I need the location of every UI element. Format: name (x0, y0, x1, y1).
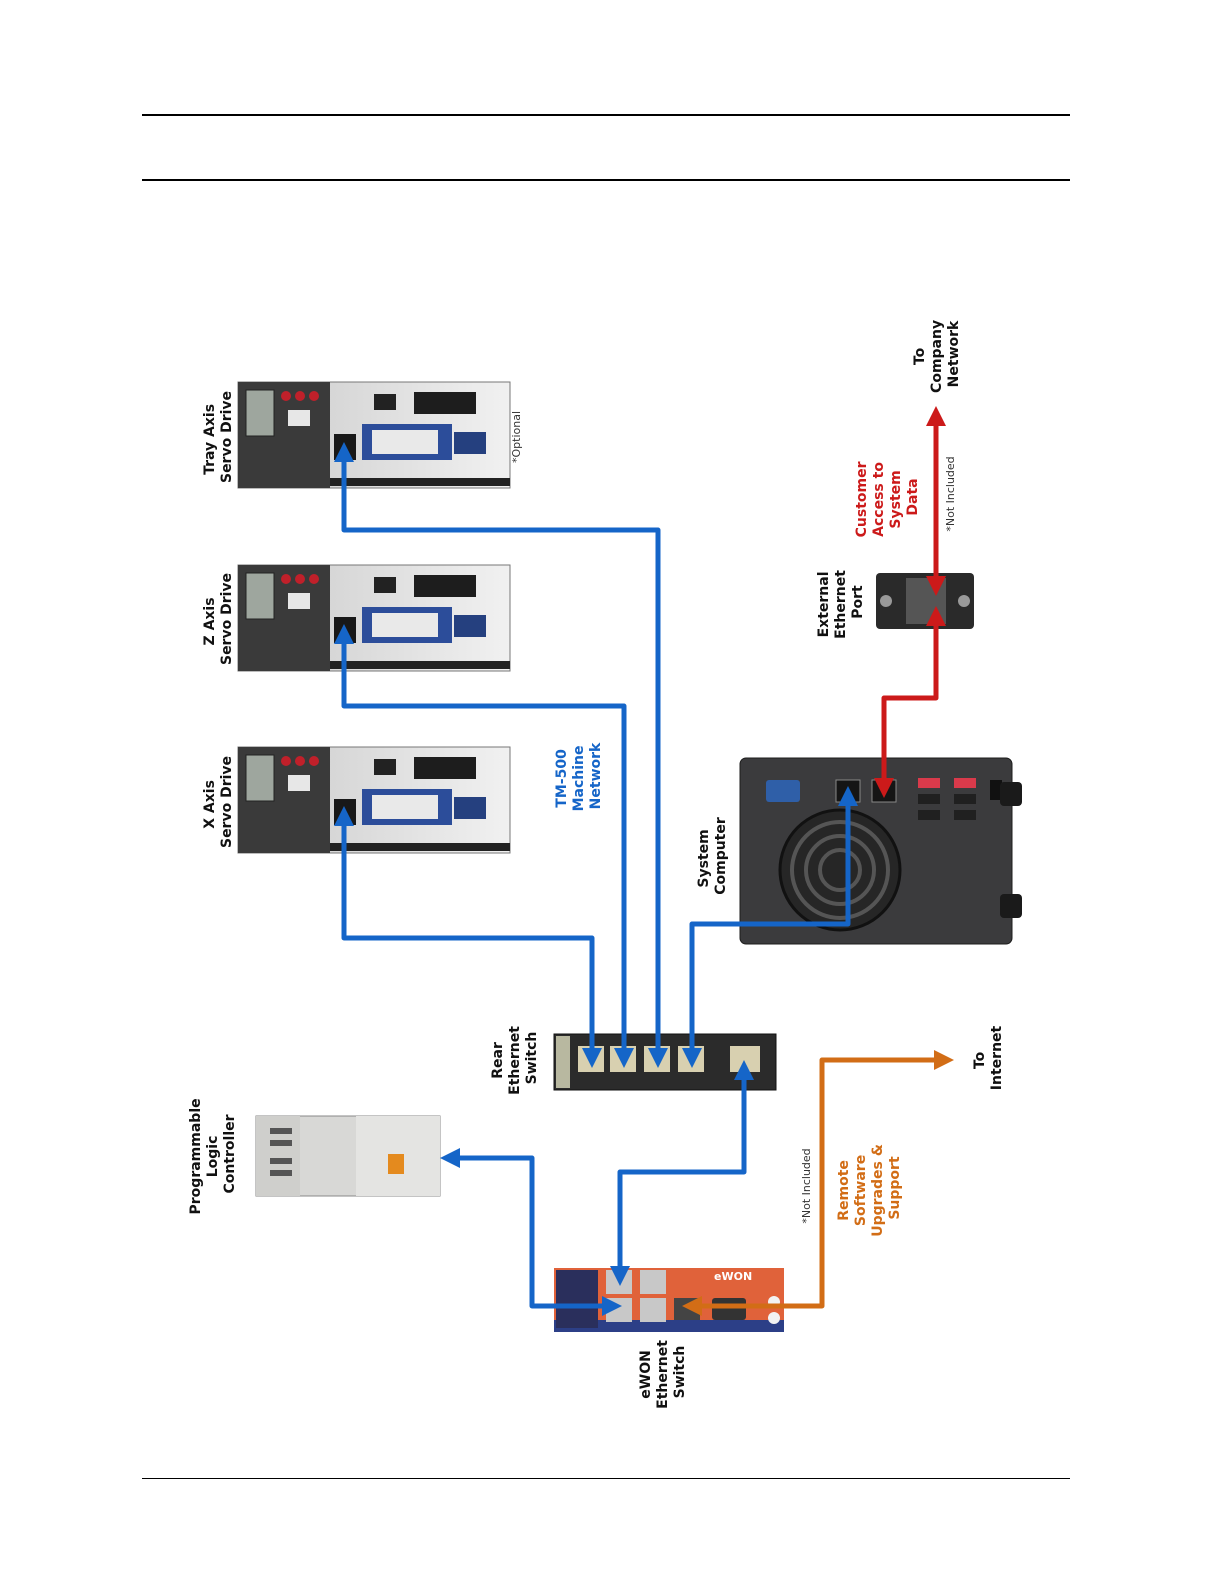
programmable-logic-controller (255, 1115, 441, 1197)
x-axis-servo-drive (237, 746, 511, 854)
link-computer-external-port (874, 606, 946, 798)
ewon-switch-label: eWON Ethernet Switch (638, 1335, 688, 1409)
customer-access-label: Customer Access to System Data (854, 457, 921, 538)
system-computer-label: System Computer (696, 817, 729, 895)
header-rule-bottom (142, 179, 1070, 181)
to-internet-label: To Internet (972, 1025, 1005, 1090)
tray-axis-servo-drive (237, 381, 511, 489)
link-ewon-internet (682, 1050, 954, 1316)
not-included-note-internet: *Not Included (800, 1148, 813, 1223)
x-axis-label: X Axis Servo Drive (202, 756, 235, 848)
z-axis-label: Z Axis Servo Drive (202, 573, 235, 665)
link-switch-ewon (610, 1060, 754, 1286)
not-included-note-company: *Not Included (944, 456, 957, 531)
tm500-network-label: TM-500 Machine Network (554, 741, 604, 812)
link-switch-computer (682, 786, 858, 1068)
remote-support-label: Remote Software Upgrades & Support (836, 1139, 903, 1237)
plc-label: Programmable Logic Controller (188, 1094, 238, 1215)
link-switch-tray-drive (334, 442, 668, 1068)
external-ethernet-port (876, 573, 974, 629)
system-computer (739, 757, 1022, 945)
rear-switch-label: Rear Ethernet Switch (490, 1021, 540, 1095)
z-axis-servo-drive (237, 564, 511, 672)
header-rule-top (142, 114, 1070, 116)
to-company-network-label: To Company Network (912, 315, 962, 393)
optional-note: *Optional (510, 411, 523, 463)
tray-axis-label: Tray Axis Servo Drive (202, 391, 235, 483)
link-ewon-plc (440, 1148, 622, 1316)
external-port-label: External Ethernet Port (816, 565, 866, 639)
ewon-brand-text: eWON (714, 1270, 752, 1283)
footer-rule (142, 1478, 1070, 1479)
